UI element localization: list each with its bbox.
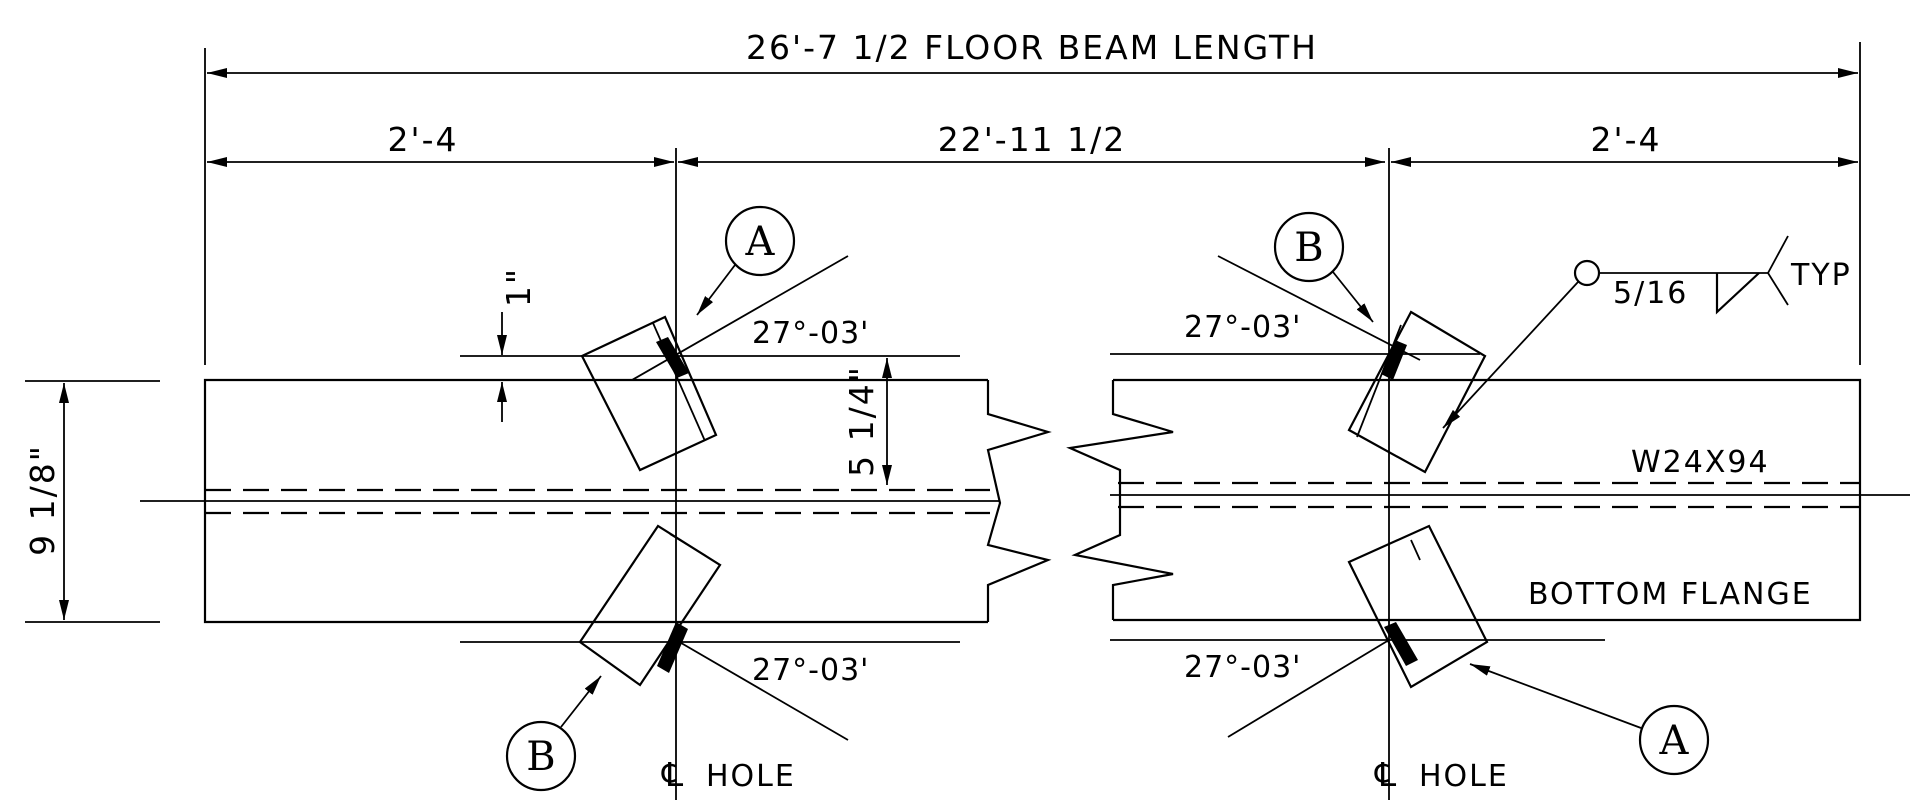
left-top-connection [580, 255, 849, 472]
bar-offset-label: 1" [499, 267, 538, 307]
bottom-flange-label: BOTTOM FLANGE [1528, 577, 1813, 612]
hole-label-left: ℄ HOLE [661, 755, 796, 794]
weld-size-label: 5/16 [1613, 276, 1688, 311]
flange-reference-lines [460, 353, 1605, 643]
left-end-dimension: 2'-4 [388, 120, 459, 159]
overall-length-dimension: 26'-7 1/2 FLOOR BEAM LENGTH [204, 28, 1861, 365]
web-lines [140, 481, 1910, 515]
bubble-top-left-letter: A [745, 219, 776, 265]
bubble-bottom-left-letter: B [526, 734, 555, 780]
bubble-bottom-left: B [505, 675, 602, 792]
right-end-dimension: 2'-4 [1591, 120, 1662, 159]
weld-note-label: TYP [1790, 258, 1852, 293]
angle-label-bottom-right: 27°-03' [1184, 650, 1301, 685]
middle-span-dimension: 22'-11 1/2 [938, 120, 1127, 159]
bar-offset-dimension: 1" [497, 267, 538, 422]
right-top-connection [1217, 255, 1487, 474]
bubble-bottom-right: A [1469, 663, 1710, 776]
hole-text-left: HOLE [706, 759, 796, 794]
bubble-top-left: A [696, 205, 796, 316]
bubble-top-right: B [1273, 211, 1374, 323]
angle-label-bottom-left: 27°-03' [752, 653, 869, 688]
hole-offset-dimension: 5 1/4" [842, 358, 892, 485]
section-label: W24X94 [1631, 445, 1770, 480]
depth-dimension: 9 1/8" [23, 380, 160, 623]
weld-symbol: 5/16 TYP [1442, 235, 1852, 429]
hole-offset-label: 5 1/4" [842, 365, 881, 477]
hole-centerlines [675, 148, 1390, 800]
right-bottom-connection [1227, 524, 1489, 738]
centerline-symbol-left: ℄ [661, 755, 685, 794]
bubble-bottom-right-letter: A [1659, 718, 1690, 764]
depth-label: 9 1/8" [23, 444, 62, 556]
overall-length-label: 26'-7 1/2 FLOOR BEAM LENGTH [746, 28, 1318, 67]
angle-label-top-left: 27°-03' [752, 316, 869, 351]
bubble-top-right-letter: B [1294, 225, 1323, 271]
hole-label-right: ℄ HOLE [1374, 755, 1509, 794]
segment-dimensions: 2'-4 22'-11 1/2 2'-4 [207, 120, 1858, 167]
hole-text-right: HOLE [1419, 759, 1509, 794]
centerline-symbol-right: ℄ [1374, 755, 1398, 794]
left-bottom-connection [578, 524, 849, 741]
angle-label-top-right: 27°-03' [1184, 310, 1301, 345]
